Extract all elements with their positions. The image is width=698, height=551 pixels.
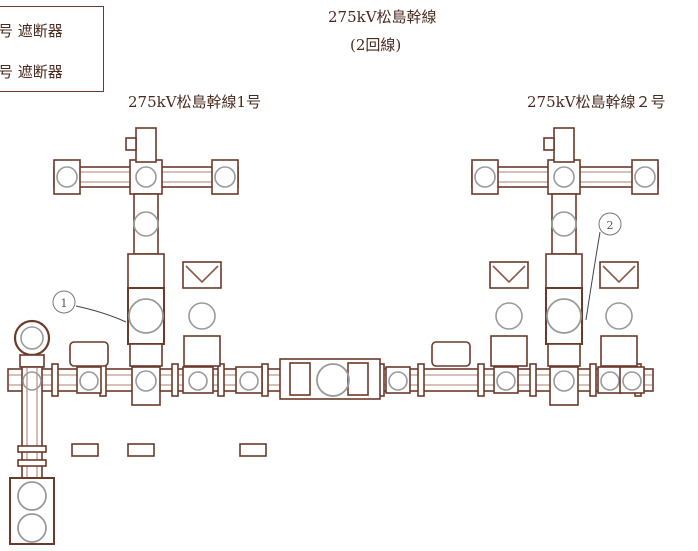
line-2-label: 275kV松島幹線２号 bbox=[527, 93, 666, 111]
callout-2-number: 2 bbox=[607, 219, 614, 232]
legend-box bbox=[0, 6, 104, 92]
callout-1: 1 bbox=[52, 290, 76, 314]
legend-row-2: 号 遮断器 bbox=[0, 63, 63, 81]
bus-breaker bbox=[597, 366, 623, 394]
cabinet bbox=[69, 341, 109, 367]
disconnector bbox=[489, 261, 529, 367]
cabinet bbox=[431, 341, 471, 367]
legend-row-1: 号 遮断器 bbox=[0, 22, 63, 40]
bus-breaker bbox=[385, 366, 411, 394]
bus-breaker bbox=[619, 366, 645, 394]
line-1-label: 275kV松島幹線1号 bbox=[128, 93, 262, 111]
diagram-title: 275kV松島幹線 bbox=[328, 8, 437, 26]
line-2-bay bbox=[471, 127, 659, 406]
bus-tie bbox=[279, 358, 381, 400]
bus-breaker bbox=[76, 366, 102, 394]
bus-breaker bbox=[182, 366, 214, 394]
line-1-bay bbox=[53, 127, 239, 406]
ground-marker bbox=[239, 443, 267, 457]
bus-breaker bbox=[235, 366, 263, 394]
disconnector bbox=[182, 261, 222, 367]
callout-2-leader bbox=[585, 231, 601, 321]
disconnector bbox=[599, 261, 639, 367]
bus-breaker bbox=[493, 366, 519, 394]
callout-1-leader bbox=[75, 305, 127, 323]
ground-marker bbox=[71, 443, 99, 457]
callout-1-number: 1 bbox=[61, 297, 68, 310]
callout-2: 2 bbox=[598, 212, 622, 236]
diagram-subtitle: (2回線) bbox=[350, 36, 402, 54]
left-riser bbox=[9, 319, 55, 545]
ground-marker bbox=[127, 443, 155, 457]
